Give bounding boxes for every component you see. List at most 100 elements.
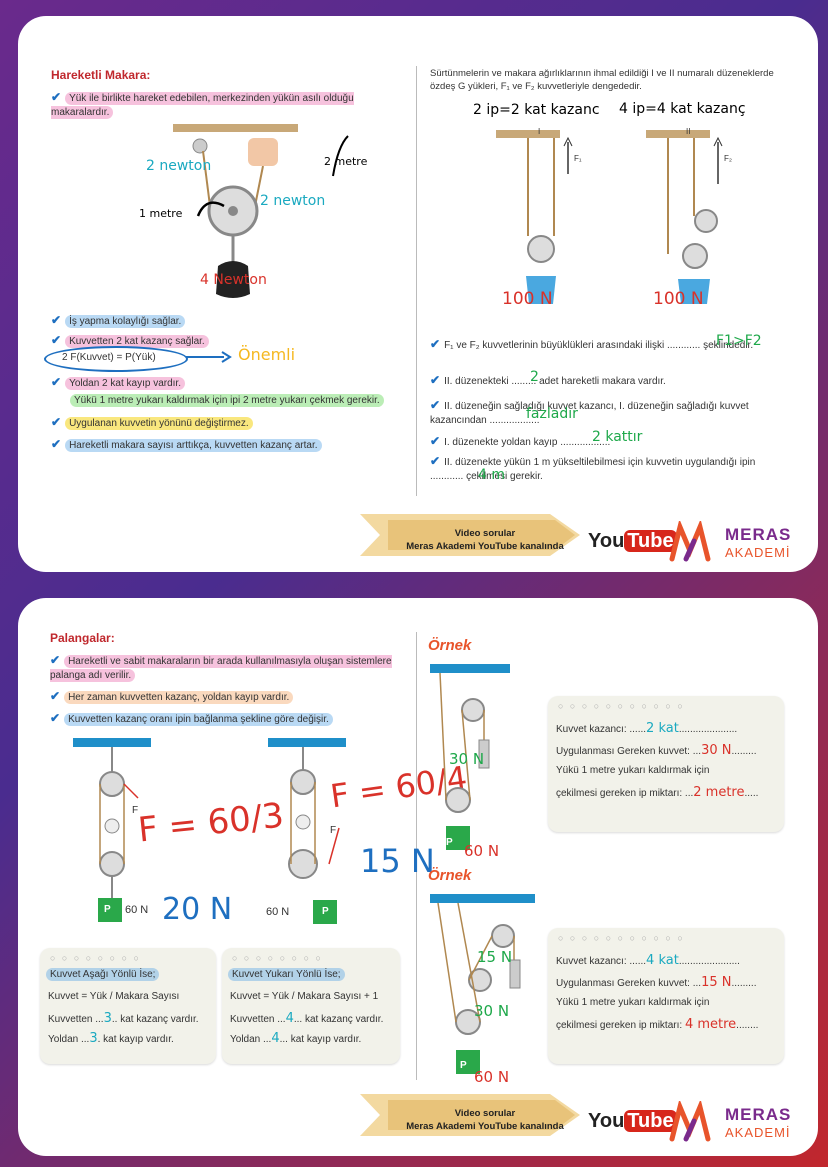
force-label: F xyxy=(330,825,337,836)
pulley-system-2 xyxy=(268,738,346,924)
pulley-system-1 xyxy=(73,738,151,922)
question-item: ✔II. düzenekteki ......... adet hareketl… xyxy=(430,373,666,387)
example-2-weight: 60 N xyxy=(474,1068,510,1086)
handwritten-note-right: 4 ip=4 kat kazanç xyxy=(619,101,746,117)
weight-P-label: P xyxy=(104,904,111,915)
meras-logo-icon xyxy=(669,519,711,562)
question-intro: Sürtünmelerin ve makara ağırlıklarının i… xyxy=(430,68,774,92)
note-card-down: ○ ○ ○ ○ ○ ○ ○ ○ Kuvvet Aşağı Yönlü İse; … xyxy=(40,948,216,1064)
label-I: I xyxy=(538,127,541,136)
column-divider xyxy=(416,66,417,496)
example-1-force: 30 N xyxy=(449,750,485,768)
handwritten-result-1: 20 N xyxy=(162,892,233,927)
up-arrow-left xyxy=(196,201,225,217)
left-force-label: 2 newton xyxy=(146,158,212,174)
kettlebell-weight xyxy=(216,261,250,298)
section-title: Palangalar: xyxy=(50,631,115,645)
note-line: Kuvvetten ...3.. kat kazanç vardır. xyxy=(48,1011,199,1026)
example-1-answer-card: ○ ○ ○ ○ ○ ○ ○ ○ ○ ○ ○ Kuvvet kazancı: ..… xyxy=(548,696,784,832)
bottom-card: Palangalar: ✔Hareketli ve sabit makarala… xyxy=(18,598,818,1156)
left-distance-label: 1 metre xyxy=(139,207,183,220)
answer: 2 kattır xyxy=(592,429,643,445)
video-caption: Video sorular Meras Akademi YouTube kana… xyxy=(406,528,564,552)
video-banner xyxy=(360,1094,580,1136)
answer-row: Yükü 1 metre yukarı kaldırmak için xyxy=(556,765,710,776)
arrow-icon xyxy=(186,351,232,363)
list-item: ✔Her zaman kuvvetten kazanç, yoldan kayı… xyxy=(50,688,294,705)
example-label: Örnek xyxy=(428,637,472,654)
check-icon: ✔ xyxy=(51,90,62,104)
check-icon: ✔ xyxy=(430,337,441,351)
example-1-figure xyxy=(430,664,510,850)
list-item: Yükü 1 metre yukarı kaldırmak için ipi 2… xyxy=(70,394,384,408)
answer-row: Uygulanması Gereken kuvvet: ...30 N.....… xyxy=(556,743,757,758)
top-card: Hareketli Makara: ✔Yük ile birlikte hare… xyxy=(18,16,818,572)
list-item: ✔Kuvvetten 2 kat kazanç sağlar. xyxy=(51,332,209,349)
note-line: Yoldan ...4... kat kayıp vardır. xyxy=(230,1031,362,1046)
column-divider xyxy=(416,632,417,1080)
right-force-label: 2 newton xyxy=(260,193,326,209)
rope-left xyxy=(202,150,211,207)
brand-bottom: AKADEMİ xyxy=(725,1125,791,1140)
up-arrow-right xyxy=(332,135,349,177)
answer-row: Yükü 1 metre yukarı kaldırmak için xyxy=(556,997,710,1008)
answer: F1>F2 xyxy=(716,333,762,349)
section-title: Hareketli Makara: xyxy=(51,68,151,82)
example-2-figure xyxy=(430,894,535,1074)
important-note: Önemli xyxy=(238,345,296,364)
example-2-force-mid: 30 N xyxy=(474,1002,510,1020)
example-2-force-top: 15 N xyxy=(477,948,513,966)
hook-pulley xyxy=(192,138,208,154)
weight-value: 60 N xyxy=(125,904,149,916)
brand-bottom: AKADEMİ xyxy=(725,545,791,560)
force-label: F xyxy=(132,805,139,816)
ceiling-beam xyxy=(173,124,298,132)
video-caption: Video sorular Meras Akademi YouTube kana… xyxy=(406,1108,564,1132)
answer-row: çekilmesi gereken ip miktarı: 4 metre...… xyxy=(556,1017,759,1032)
meras-logo-icon xyxy=(669,1099,711,1142)
example-label: Örnek xyxy=(428,867,472,884)
load-right: 100 N xyxy=(653,289,704,309)
check-icon: ✔ xyxy=(430,398,441,412)
video-banner xyxy=(360,514,580,556)
list-item: ✔Kuvvetten kazanç oranı ipin bağlanma şe… xyxy=(50,710,333,727)
list-item: ✔Hareketli ve sabit makaraların bir arad… xyxy=(50,653,392,682)
handwritten-note-left: 2 ip=2 kat kazanc xyxy=(473,102,600,118)
list-item: ✔İş yapma kolaylığı sağlar. xyxy=(51,312,186,329)
check-icon: ✔ xyxy=(430,434,441,448)
formula: 2 F(Kuvvet) = P(Yük) xyxy=(62,352,156,363)
pulley-systems-figure xyxy=(496,130,723,304)
right-distance-label: 2 metre xyxy=(324,155,368,168)
label-II: II xyxy=(686,127,691,136)
weight-P-label: P xyxy=(322,906,329,917)
example-1-weight: 60 N xyxy=(464,842,500,860)
hand-figure xyxy=(248,138,278,166)
meras-akademi-logo xyxy=(668,519,714,568)
check-icon: ✔ xyxy=(50,711,61,725)
note-title: Kuvvet Yukarı Yönlü İse; xyxy=(228,968,345,981)
check-icon: ✔ xyxy=(430,373,441,387)
list-item: ✔Hareketli makara sayısı arttıkça, kuvve… xyxy=(51,436,322,453)
check-icon: ✔ xyxy=(51,437,62,451)
check-icon: ✔ xyxy=(51,415,62,429)
check-icon: ✔ xyxy=(51,333,62,347)
list-item: ✔Yoldan 2 kat kayıp vardır. xyxy=(51,374,185,391)
movable-pulley-figure xyxy=(173,124,349,298)
brand-top: MERAS xyxy=(725,525,792,544)
weight-value: 60 N xyxy=(266,906,290,918)
answer: fazladır xyxy=(526,406,578,422)
question-item: ✔I. düzenekte yoldan kayıp .............… xyxy=(430,434,611,448)
check-icon: ✔ xyxy=(50,653,61,667)
note-line: Kuvvet = Yük / Makara Sayısı + 1 xyxy=(230,991,379,1002)
weight-P-label: P xyxy=(446,837,453,848)
note-card-up: ○ ○ ○ ○ ○ ○ ○ ○ Kuvvet Yukarı Yönlü İse;… xyxy=(222,948,400,1064)
answer: 2 xyxy=(530,369,539,385)
note-line: Kuvvet = Yük / Makara Sayısı xyxy=(48,991,180,1002)
rope-right xyxy=(254,165,264,207)
question-item: ✔II. düzeneğin sağladığı kuvvet kazancı,… xyxy=(430,398,749,426)
weight-label: 4 Newton xyxy=(200,272,267,288)
check-icon: ✔ xyxy=(51,375,62,389)
F1-label: F₁ xyxy=(574,154,582,163)
